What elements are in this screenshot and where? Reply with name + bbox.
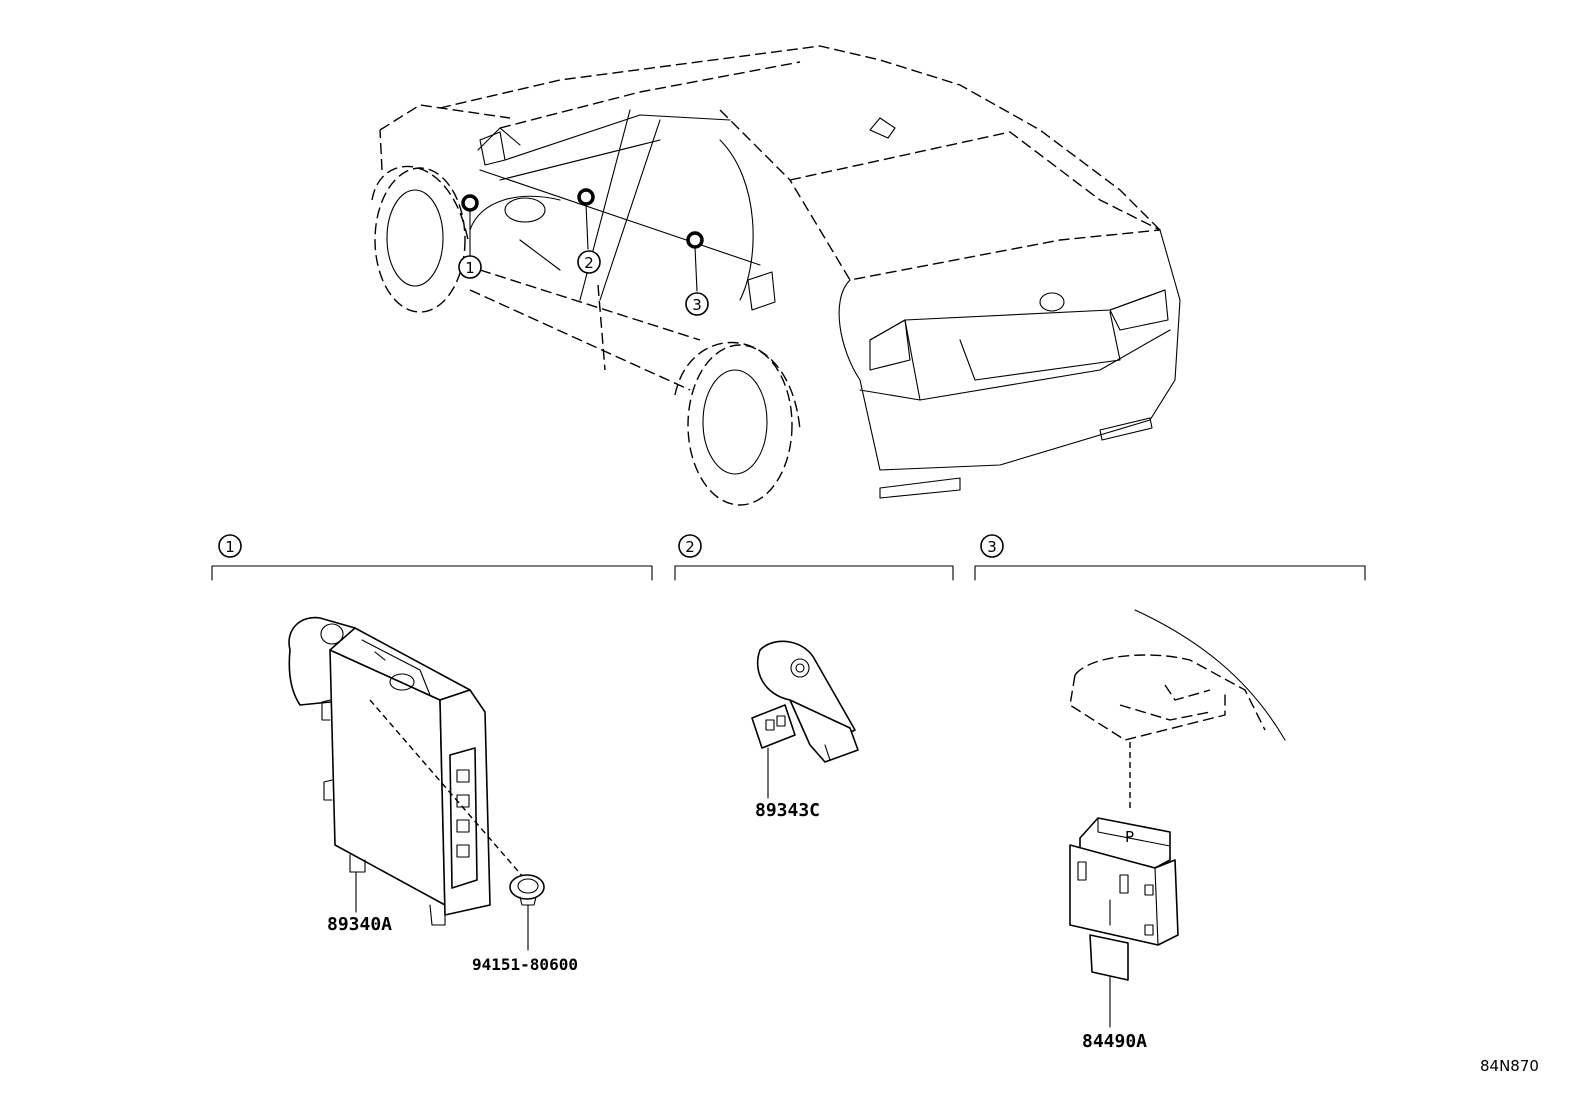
computer-assy-drawing [288,616,531,926]
section-1-header: 1 [211,534,653,581]
car-callout-3: 3 [685,292,709,316]
switch-drawing: P [1069,817,1179,1028]
svg-text:2: 2 [685,538,695,556]
location-marker-1 [461,194,479,256]
svg-text:2: 2 [584,254,594,272]
svg-text:3: 3 [987,538,997,556]
svg-text:1: 1 [465,259,475,277]
svg-text:3: 3 [692,296,702,314]
part-number-89340A: 89340A [327,914,392,935]
part-number-84490A: 84490A [1082,1031,1147,1052]
location-marker-3 [686,231,704,292]
svg-text:P: P [1125,828,1134,846]
svg-text:1: 1 [225,538,235,556]
car-callout-1: 1 [458,255,482,279]
sensor-drawing [751,640,859,799]
car-illustration [371,45,1181,506]
clip-drawing [509,874,545,951]
car-callout-2: 2 [577,250,601,274]
location-marker-2 [577,188,595,250]
section-2-header: 2 [674,534,954,581]
diagram-reference: 84N870 [1480,1057,1539,1075]
section-3-header: 3 [974,534,1366,581]
part-number-89343C: 89343C [755,800,820,821]
switch-location-drawing [1069,609,1286,810]
part-number-94151-80600: 94151-80600 [472,955,578,974]
